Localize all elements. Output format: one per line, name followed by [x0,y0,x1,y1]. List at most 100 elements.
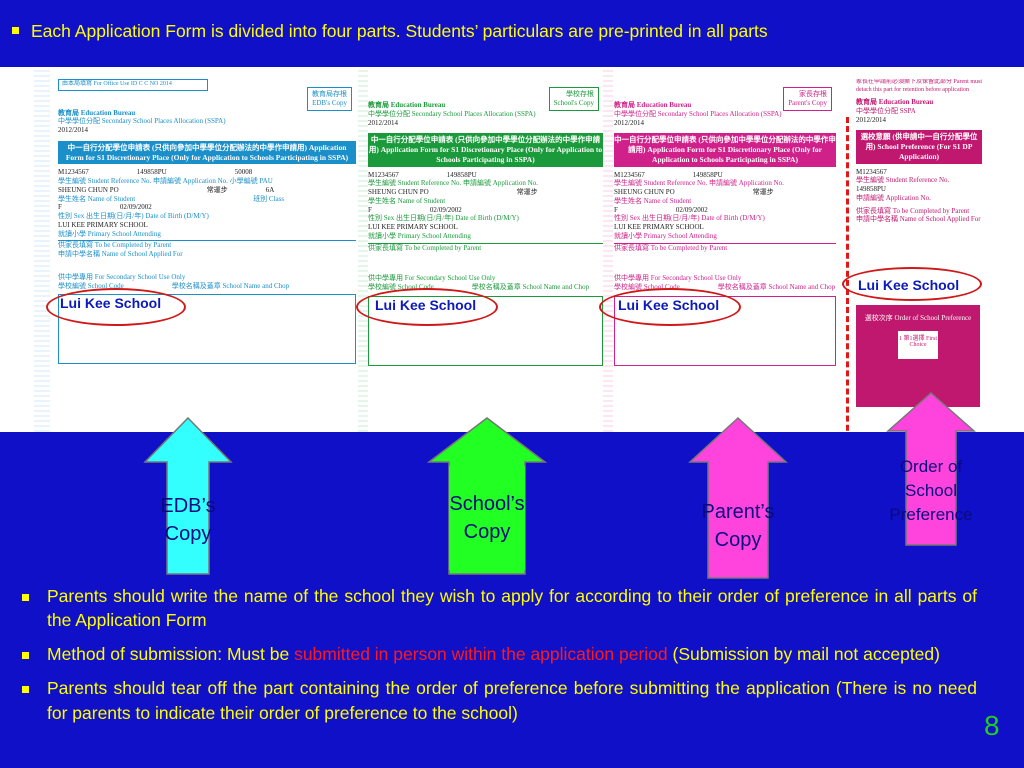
page-number: 8 [984,710,1000,741]
highlight-oval [842,267,982,301]
secondary-use-label: 供中學專用 For Secondary School Use Only [614,274,742,283]
ref-labels: 學生編號 Student Reference No. 申請編號 Applicat… [368,179,538,188]
highlight-oval [46,288,186,326]
ref-labels: 學生編號 Student Reference No. 申請編號 Applicat… [58,177,273,185]
form-year: 2012/2014 [856,115,886,124]
top-bullet-text: Each Application Form is divided into fo… [31,21,768,41]
bullet-marker [22,652,29,660]
form-banner: 中一自行分配學位申請表 (只供向參加中學學位分配辦法的中學作申請用) Appli… [614,133,836,167]
applied-school-label: 申請中學名稱 Name of School Applied For [856,215,981,224]
primary-school-value: LUI KEE PRIMARY SCHOOL [368,223,458,231]
form-year: 2012/2014 [614,118,644,127]
form-banner: 中一自行分配學位申請表 (只供向參加中學學位分配辦法的中學作申請用) Appli… [58,140,356,165]
written-school-name: Lui Kee School [618,297,720,313]
up-arrow-parent [688,416,788,579]
application-form-image: 教育局存根 EDB's Copy 由本局填寫 For Office Use ID… [0,67,1024,432]
bullet-marker [22,686,29,694]
copy-label: 家長存根 Parent's Copy [783,87,832,111]
sex-dob-labels: 性別 Sex 出生日期(日/月/年) Date of Birth (D/M/Y) [368,214,519,223]
bullet-text: Parents should write the name of the sch… [47,586,977,631]
tear-off-line [846,117,849,432]
highlight-oval [599,288,741,326]
bureau-heading: 教育局 Education Bureau [58,108,136,117]
ref-value: M1234567 [856,167,887,176]
order-label: 選校次序 Order of School Preference [864,314,972,322]
top-bullet: Each Application Form is divided into fo… [12,21,1017,42]
parent-section-label: 供家長填寫 To be Completed by Parent [368,242,603,253]
bullet-marker [22,594,29,601]
allocation-heading: 中學學位分配 Secondary School Places Allocatio… [58,117,226,126]
secondary-use-label: 供中學專用 For Secondary School Use Only [58,272,186,281]
form-stub [34,67,50,432]
primary-school-label: 就讀小學 Primary School Attending [58,229,161,238]
primary-school-value: LUI KEE PRIMARY SCHOOL [58,220,148,229]
primary-school-value: LUI KEE PRIMARY SCHOOL [614,223,704,231]
bureau-heading: 教育局 Education Bureau [614,101,692,109]
bullet-item: Parents should tear off the part contain… [22,676,977,724]
allocation-heading: 中學學位分配 SSPA [856,106,916,115]
form-banner: 中一自行分配學位申請表 (只供向參加中學學位分配辦法的中學作申請用) Appli… [368,133,603,167]
name-labels: 學生姓名 Name of Student [368,196,446,205]
primary-school-label: 就讀小學 Primary School Attending [368,231,471,240]
app-label: 申請編號 Application No. [856,193,931,202]
preference-part: 家長在申請前必須撕下及保留此部分 Parent must detach this… [856,79,982,407]
form-banner: 選校意願 (供申請中一自行分配學位用) School Preference (F… [856,130,982,164]
written-school-name: Lui Kee School [60,295,162,311]
up-arrow-edb [143,416,233,575]
form-year: 2012/2014 [368,118,398,127]
bullet-text: Method of submission: Must be submitted … [47,644,940,665]
first-choice-box: 1 第1選擇 First Choice [898,331,938,359]
bottom-bullet-list: Parents should write the name of the sch… [22,584,977,735]
bureau-heading: 教育局 Education Bureau [856,98,934,106]
bureau-heading: 教育局 Education Bureau [368,101,446,109]
detach-note: 家長在申請前必須撕下及保留此部分 Parent must detach this… [856,79,982,93]
bullet-text: Parents should tear off the part contain… [47,678,977,723]
school-code-grid [58,294,356,365]
form-year: 2012/2014 [58,126,88,134]
bullet-item: Parents should write the name of the sch… [22,584,977,632]
allocation-heading: 中學學位分配 Secondary School Places Allocatio… [368,109,536,118]
name-labels: 學生姓名 Name of Student [614,196,692,205]
secondary-use-label: 供中學專用 For Secondary School Use Only [368,274,496,283]
highlight-oval [356,288,498,326]
perforation-strip [358,67,368,432]
parent-section-label: 供家長填寫 To be Completed by Parent [614,242,836,253]
up-arrow-order [886,391,976,546]
app-value: 149858PU [856,185,886,193]
school-copy-part: 學校存根 School's Copy 教育局 Education Bureau … [368,79,603,407]
office-use-box: 由本局填寫 For Office Use ID C C NO 2014 [58,79,208,91]
written-school-name: Lui Kee School [858,277,960,293]
copy-label: 教育局存根 EDB's Copy [307,87,352,111]
parent-copy-part: 家長存根 Parent's Copy 教育局 Education Bureau … [614,79,836,407]
sex-dob-labels: 性別 Sex 出生日期(日/月/年) Date of Birth (D/M/Y) [58,212,209,220]
parent-section-label: 供家長填寫 To be Completed by Parent [856,206,970,215]
written-school-name: Lui Kee School [375,297,477,313]
primary-school-label: 就讀小學 Primary School Attending [614,231,717,240]
perforation-strip [603,67,613,432]
allocation-heading: 中學學位分配 Secondary School Places Allocatio… [614,109,782,118]
sex-dob-labels: 性別 Sex 出生日期(日/月/年) Date of Birth (D/M/Y) [614,214,765,223]
bullet-item: Method of submission: Must be submitted … [22,642,977,666]
bullet-marker [12,26,19,34]
ref-labels: 學生編號 Student Reference No. 申請編號 Applicat… [614,179,784,188]
copy-label: 學校存根 School's Copy [548,87,599,111]
ref-label: 學生編號 Student Reference No. [856,176,950,185]
